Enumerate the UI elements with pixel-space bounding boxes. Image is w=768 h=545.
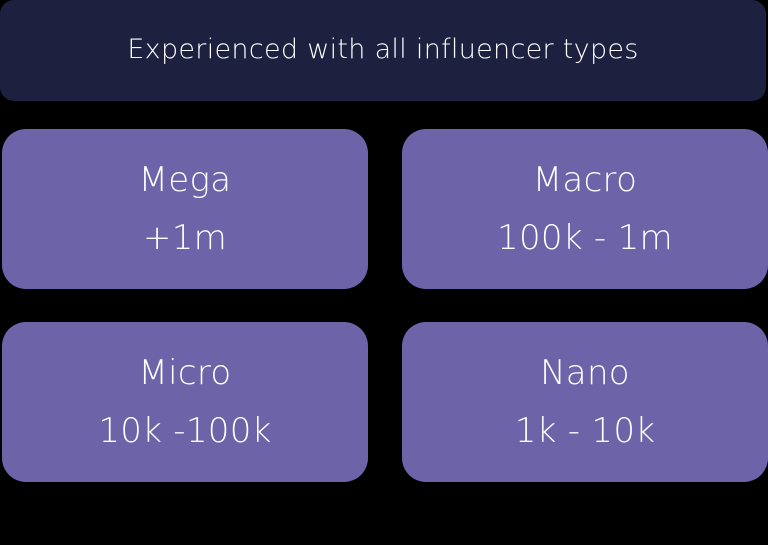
influencer-card-macro: Macro 100k - 1m [402,129,768,289]
card-range: 1k - 10k [514,411,656,451]
influencer-card-mega: Mega +1m [2,129,368,289]
influencer-card-nano: Nano 1k - 10k [402,322,768,482]
card-name: Macro [532,160,638,200]
card-name: Micro [138,353,232,393]
card-range: 10k -100k [98,411,272,451]
header-banner: Experienced with all influencer types [0,0,766,101]
influencer-card-micro: Micro 10k -100k [2,322,368,482]
header-title: Experienced with all influencer types [127,34,639,65]
card-name: Mega [138,160,232,200]
card-name: Nano [540,353,630,393]
card-range: +1m [142,218,228,258]
card-range: 100k - 1m [497,218,673,258]
